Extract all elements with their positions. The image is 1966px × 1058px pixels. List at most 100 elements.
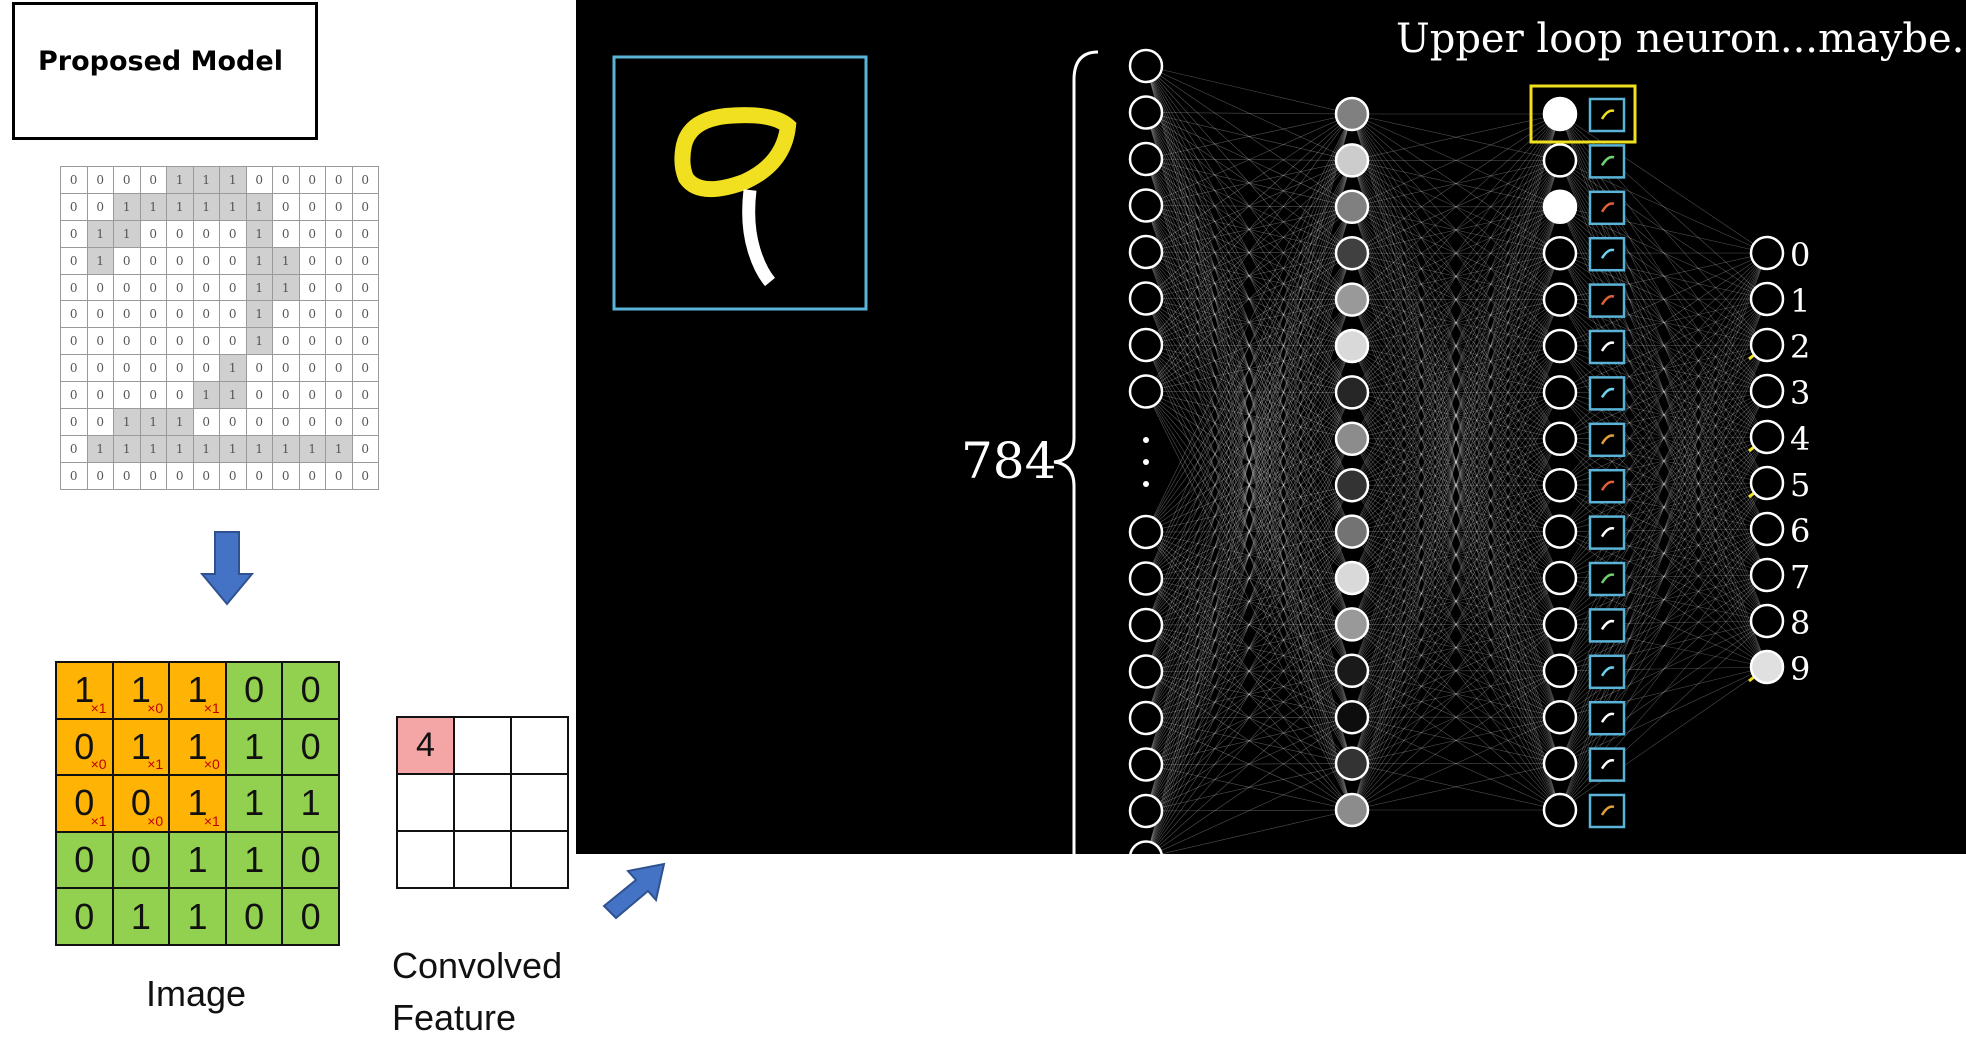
feature-thumbnail (1588, 376, 1626, 411)
binary-grid-cell: 0 (166, 381, 194, 410)
feature-stroke-icon (1600, 341, 1615, 352)
binary-grid-cell: 0 (113, 327, 141, 356)
binary-grid-cell: 0 (113, 273, 141, 302)
conv-grid-cell: 0 (55, 887, 114, 946)
binary-grid-cell: 0 (325, 381, 353, 410)
binary-grid-cell: 0 (272, 381, 300, 410)
hidden1-neuron (1334, 282, 1370, 317)
ellipsis-dot (1143, 481, 1149, 487)
binary-grid-cell: 1 (113, 434, 141, 463)
input-neuron (1128, 747, 1164, 782)
binary-grid-cell: 0 (272, 327, 300, 356)
binary-grid-cell: 0 (113, 461, 141, 490)
binary-grid-cell: 0 (192, 354, 220, 383)
binary-grid-cell: 1 (113, 219, 141, 248)
feature-stroke-icon (1600, 805, 1615, 816)
output-label: 7 (1790, 558, 1810, 596)
hidden2-neuron (1542, 282, 1578, 317)
binary-grid-cell: 1 (272, 246, 300, 275)
binary-grid-cell: 0 (60, 381, 88, 410)
feature-stroke-icon (1600, 155, 1615, 167)
feature-stroke-icon (1600, 109, 1615, 120)
binary-grid-cell: 0 (86, 327, 114, 356)
binary-grid-cell: 1 (192, 434, 220, 463)
binary-grid-cell: 0 (139, 273, 167, 302)
binary-grid-cell: 0 (351, 246, 379, 275)
binary-grid-cell: 0 (60, 246, 88, 275)
binary-grid-cell: 0 (60, 327, 88, 356)
binary-grid-cell: 0 (60, 273, 88, 302)
binary-grid-cell: 1 (166, 166, 194, 194)
binary-grid-cell: 0 (298, 246, 326, 275)
kernel-weight: ×0 (147, 812, 164, 829)
binary-grid-cell: 0 (86, 408, 114, 436)
binary-grid-cell: 0 (166, 300, 194, 329)
output-neuron (1749, 281, 1785, 317)
binary-grid-cell: 0 (325, 273, 353, 302)
conv-grid-cell: 0 (224, 661, 284, 720)
binary-grid-cell: 0 (86, 300, 114, 329)
hidden2-neuron (1542, 467, 1578, 503)
binary-grid-cell: 0 (351, 273, 379, 302)
feature-stroke-icon (1600, 248, 1615, 259)
binary-grid-cell: 1 (245, 246, 273, 275)
binary-grid-cell: 0 (325, 300, 353, 329)
title-box (12, 2, 318, 140)
kernel-weight: ×0 (147, 699, 164, 716)
binary-grid-cell: 0 (298, 166, 326, 194)
feature-stroke-icon (1600, 759, 1615, 770)
conv-cell-value: 0 (130, 782, 151, 824)
hidden2-neuron (1542, 143, 1578, 178)
feature-grid-cell (396, 773, 455, 832)
binary-grid-cell: 0 (298, 381, 326, 410)
conv-grid-cell: 1×1 (168, 774, 227, 833)
binary-grid-cell: 0 (298, 273, 326, 302)
binary-grid-cell: 0 (192, 408, 220, 436)
conv-cell-value: 1 (130, 725, 151, 767)
feature-thumbnail (1588, 747, 1626, 782)
input-neuron (1128, 840, 1164, 875)
binary-grid-cell: 0 (219, 461, 247, 490)
binary-grid-cell: 0 (219, 408, 247, 436)
output-label: 4 (1790, 420, 1810, 458)
binary-grid-cell: 0 (60, 354, 88, 383)
binary-grid-cell: 0 (351, 354, 379, 383)
hidden1-neuron (1334, 96, 1370, 132)
feature-grid-cell (396, 830, 455, 889)
binary-grid-cell: 0 (351, 219, 379, 248)
hidden2-neuron (1542, 189, 1578, 225)
binary-grid-cell: 0 (219, 327, 247, 356)
output-label: 9 (1790, 650, 1810, 688)
output-label: 6 (1790, 512, 1810, 550)
binary-grid-cell: 1 (113, 408, 141, 436)
feature-thumbnail (1588, 236, 1626, 272)
conv-cell-value: 1 (300, 782, 321, 824)
input-neuron (1128, 374, 1164, 409)
binary-grid-cell: 0 (166, 461, 194, 490)
binary-grid-cell: 1 (219, 354, 247, 383)
binary-grid-cell: 1 (245, 192, 273, 221)
binary-grid-cell: 0 (139, 246, 167, 275)
binary-grid-cell: 0 (113, 354, 141, 383)
conv-cell-value: 1 (187, 895, 208, 937)
hidden2-neuron (1542, 746, 1578, 781)
binary-grid-cell: 0 (192, 327, 220, 356)
binary-grid-cell: 1 (139, 408, 167, 436)
conv-cell-value: 0 (300, 895, 321, 937)
network-title: Upper loop neuron...maybe... (1396, 16, 1966, 62)
feature-grid-cell: 4 (396, 716, 455, 775)
output-neuron (1749, 649, 1785, 685)
conv-grid-cell: 0 (111, 830, 171, 890)
feature-grid-cell (453, 716, 512, 775)
conv-grid-cell: 0 (281, 717, 340, 777)
conv-grid-cell: 1 (224, 774, 284, 833)
binary-grid-cell: 0 (192, 273, 220, 302)
input-neuron (1128, 95, 1164, 130)
hidden1-neuron (1334, 235, 1370, 271)
binary-grid-cell: 0 (86, 273, 114, 302)
binary-grid-cell: 0 (60, 219, 88, 248)
